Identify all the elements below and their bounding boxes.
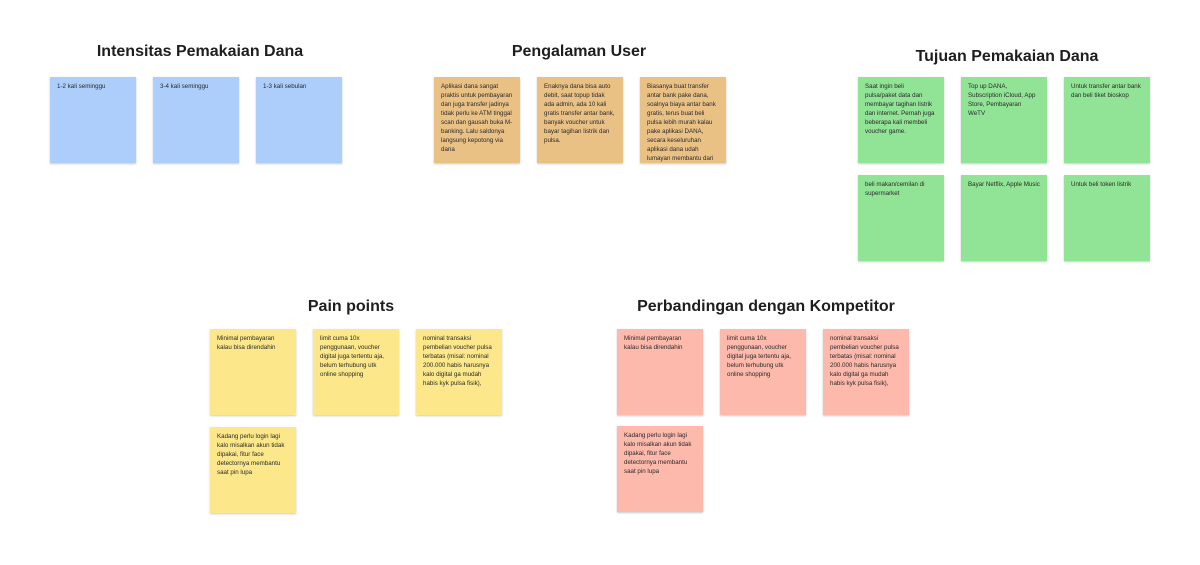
sticky-note-pain-1[interactable]: Minimal pembayaran kalau bisa direndahin: [210, 329, 296, 415]
sticky-note-intensitas-3[interactable]: 1-3 kali sebulan: [256, 77, 342, 163]
sticky-note-kompetitor-4[interactable]: Kadang perlu login lagi kalo misalkan ak…: [617, 426, 703, 512]
sticky-note-pain-4[interactable]: Kadang perlu login lagi kalo misalkan ak…: [210, 427, 296, 513]
sticky-note-kompetitor-3[interactable]: nominal transaksi pembelian voucher puls…: [823, 329, 909, 415]
sticky-note-tujuan-1[interactable]: Saat ingin beli pulsa/paket data dan mem…: [858, 77, 944, 163]
sticky-note-kompetitor-1[interactable]: Minimal pembayaran kalau bisa direndahin: [617, 329, 703, 415]
sticky-note-pengalaman-2[interactable]: Enaknya dana bisa auto debit, saat topup…: [537, 77, 623, 163]
sticky-note-pain-3[interactable]: nominal transaksi pembelian voucher puls…: [416, 329, 502, 415]
sticky-note-tujuan-2[interactable]: Top up DANA, Subscription iCloud, App St…: [961, 77, 1047, 163]
sticky-note-tujuan-6[interactable]: Untuk beli token listrik: [1064, 175, 1150, 261]
sticky-note-pain-2[interactable]: limit cuma 10x penggunaan, voucher digit…: [313, 329, 399, 415]
group-title-pain-points: Pain points: [307, 298, 395, 315]
sticky-note-pengalaman-3[interactable]: Biasanya buat transfer antar bank pake d…: [640, 77, 726, 163]
group-title-kompetitor: Perbandingan dengan Kompetitor: [637, 298, 895, 315]
sticky-note-kompetitor-2[interactable]: limit cuma 10x penggunaan, voucher digit…: [720, 329, 806, 415]
sticky-note-tujuan-4[interactable]: beli makan/cemilan di supermarket: [858, 175, 944, 261]
sticky-note-tujuan-3[interactable]: Untuk transfer antar bank dan beli tiket…: [1064, 77, 1150, 163]
group-title-intensitas: Intensitas Pemakaian Dana: [96, 43, 304, 60]
sticky-note-tujuan-5[interactable]: Bayar Netflix, Apple Music: [961, 175, 1047, 261]
group-title-tujuan: Tujuan Pemakaian Dana: [915, 48, 1099, 65]
sticky-note-pengalaman-1[interactable]: Aplikasi dana sangat praktis untuk pemba…: [434, 77, 520, 163]
sticky-note-intensitas-2[interactable]: 3-4 kali seminggu: [153, 77, 239, 163]
sticky-note-intensitas-1[interactable]: 1-2 kali seminggu: [50, 77, 136, 163]
group-title-pengalaman: Pengalaman User: [511, 43, 647, 60]
